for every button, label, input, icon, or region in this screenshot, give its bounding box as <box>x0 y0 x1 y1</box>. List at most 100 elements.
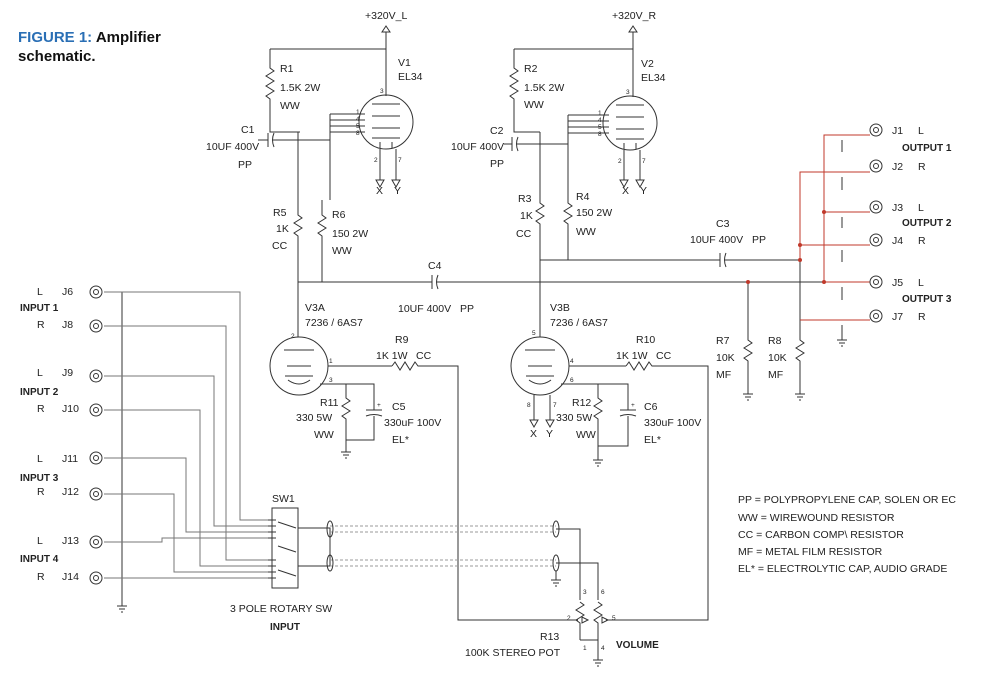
v1-ref: V1 <box>398 57 411 69</box>
r5-kind: CC <box>272 240 288 252</box>
r1-value: 1.5K 2W <box>280 82 320 94</box>
c2-value: 10UF 400V <box>451 141 504 153</box>
pot-pin-3: 3 <box>583 589 587 596</box>
c4-kind: PP <box>460 303 474 315</box>
j2-channel: R <box>918 161 926 173</box>
v3b-pin-4: 4 <box>570 358 574 365</box>
v1-pin-4: 4 <box>356 116 360 123</box>
v1-type: EL34 <box>398 71 423 83</box>
pot-pin-4: 4 <box>601 645 605 652</box>
rotary-switch-sw1: SW1 3 POLE ROTARY SW INPUT <box>230 493 332 633</box>
sw1-ref: SW1 <box>272 493 295 505</box>
c3-value: 10UF 400V <box>690 234 743 246</box>
v2-pin-4: 4 <box>598 117 602 124</box>
figure-caption: FIGURE 1: Amplifier schematic. <box>18 28 161 66</box>
r1-kind: WW <box>280 100 300 112</box>
jack-j3: J3 L <box>869 200 924 214</box>
v1-pin-3: 3 <box>380 88 384 95</box>
v3a-pin-1: 1 <box>329 358 333 365</box>
resistor-r7: R7 10K MF <box>716 282 753 401</box>
output-3-label: OUTPUT 3 <box>902 294 952 305</box>
j5-channel: L <box>918 277 924 289</box>
r10-value: 1K 1W <box>616 350 648 362</box>
v3b-pin-6: 6 <box>570 377 574 384</box>
resistor-r4: R4 150 2W WW <box>563 190 612 260</box>
c1-ref: C1 <box>241 124 255 136</box>
legend-ww: WW = WIREWOUND RESISTOR <box>738 512 895 524</box>
r13-value: 100K STEREO POT <box>465 647 561 659</box>
stereo-pot-r13: 2 3 6 5 1 4 R13 100K STEREO POT VOLUME <box>465 528 659 667</box>
resistor-r11: R11 330 5W WW <box>296 384 351 459</box>
jack-j11: L J11 <box>37 451 103 465</box>
r4-value: 150 2W <box>576 207 612 219</box>
r11-ref: R11 <box>320 397 339 409</box>
j5-ref: J5 <box>892 277 903 289</box>
resistor-r6: R6 150 2W WW <box>317 200 368 282</box>
j2-ref: J2 <box>892 161 903 173</box>
jack-j12: R J12 <box>37 486 103 501</box>
j8-channel: R <box>37 319 45 331</box>
v3a-pin-3: 3 <box>329 377 333 384</box>
input-wiring <box>104 291 268 613</box>
r3-kind: CC <box>516 228 532 240</box>
legend-cc: CC = CARBON COMP\ RESISTOR <box>738 529 904 541</box>
figure-title: Amplifier <box>95 29 161 46</box>
jack-j8: R J8 <box>37 319 103 333</box>
v3b-pin-8: 8 <box>527 402 531 409</box>
r1-ref: R1 <box>280 63 294 75</box>
j7-ref: J7 <box>892 311 903 323</box>
j1-ref: J1 <box>892 125 903 137</box>
r6-kind: WW <box>332 245 352 257</box>
v1-x: X <box>376 185 383 197</box>
r12-ref: R12 <box>572 397 591 409</box>
c6-kind: EL* <box>644 434 661 446</box>
v1-pin-8: 8 <box>356 130 360 137</box>
j11-channel: L <box>37 453 43 465</box>
v1-pin-2: 2 <box>374 157 378 164</box>
c3-ref: C3 <box>716 218 730 230</box>
legend-el: EL* = ELECTROLYTIC CAP, AUDIO GRADE <box>738 563 947 575</box>
resistor-r3: R3 1K CC <box>516 190 545 260</box>
capacitor-c3: C3 10UF 400V PP <box>540 218 800 268</box>
jack-j4: J4 R <box>869 233 926 247</box>
legend-pp: PP = POLYPROPYLENE CAP, SOLEN OR EC <box>738 494 956 506</box>
j12-channel: R <box>37 486 45 498</box>
r9-value: 1K 1W <box>376 350 408 362</box>
r6-ref: R6 <box>332 209 346 221</box>
jack-j1: J1 L <box>869 123 924 137</box>
figure-number: FIGURE 1: <box>18 29 93 46</box>
j14-channel: R <box>37 571 45 583</box>
r2-ref: R2 <box>524 63 538 75</box>
resistor-r5: R5 1K CC <box>272 200 303 282</box>
c1-kind: PP <box>238 159 252 171</box>
j10-channel: R <box>37 403 45 415</box>
pot-pin-2: 2 <box>567 615 571 622</box>
jack-j6: L J6 <box>37 285 103 299</box>
c1-value: 10UF 400V <box>206 141 259 153</box>
r12-kind: WW <box>576 429 596 441</box>
v3a-type: 7236 / 6AS7 <box>305 317 363 329</box>
v2-pin-7: 7 <box>642 158 646 165</box>
v3a-ref: V3A <box>305 302 325 314</box>
r8-value: 10K <box>768 352 787 364</box>
r10-ref: R10 <box>636 334 655 346</box>
svg-text:+: + <box>377 402 381 409</box>
c4-ref: C4 <box>428 260 442 272</box>
c3-kind: PP <box>752 234 766 246</box>
c5-ref: C5 <box>392 401 406 413</box>
jack-j14: R J14 <box>37 571 103 585</box>
j1-channel: L <box>918 125 924 137</box>
jack-j7: J7 R <box>869 309 926 323</box>
j4-channel: R <box>918 235 926 247</box>
r5-ref: R5 <box>273 207 287 219</box>
j9-channel: L <box>37 367 43 379</box>
tube-v3b: 5 4 6 8 7 V3B 7236 / 6AS7 X Y <box>510 302 626 440</box>
j12-ref: J12 <box>62 486 79 498</box>
v1-pin-1: 1 <box>356 109 360 116</box>
shielded-cables <box>326 520 561 587</box>
r9-ref: R9 <box>395 334 409 346</box>
j6-ref: J6 <box>62 286 73 298</box>
v3b-type: 7236 / 6AS7 <box>550 317 608 329</box>
input-3-label: INPUT 3 <box>20 473 59 484</box>
